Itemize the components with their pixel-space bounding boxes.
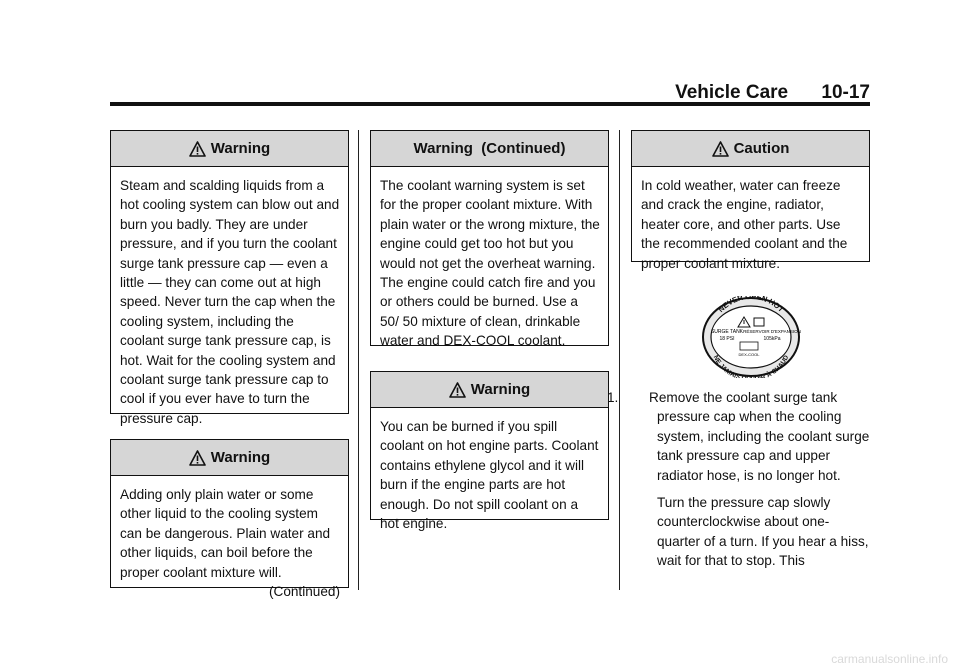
list-item: 1. Remove the coolant surge tank pressure… xyxy=(607,388,872,485)
column-divider xyxy=(358,130,359,590)
coolant-level-icon xyxy=(739,341,759,351)
step-followup-text: Turn the pressure cap slowly countercloc… xyxy=(657,495,869,569)
warning-text: You can be burned if you spill coolant o… xyxy=(380,419,599,532)
cap-left-sub: 18 PSI xyxy=(719,336,734,342)
warning-box: Warning You can be burned if you spill c… xyxy=(370,371,609,531)
warning-heading: Warning xyxy=(111,131,348,167)
warning-heading: Warning (Continued) xyxy=(371,131,608,167)
warning-heading: Warning xyxy=(111,440,348,476)
warning-box: Warning Adding only plain water or some … xyxy=(110,439,349,599)
book-icon xyxy=(753,317,765,327)
warning-text: Adding only plain water or some other li… xyxy=(120,487,331,580)
procedure-steps: 1. Remove the coolant surge tank pressure… xyxy=(607,388,872,579)
cap-right-label: RÉSERVOIR D'EXPANSION xyxy=(743,328,801,334)
cap-center-label: DEX-COOL xyxy=(739,352,761,357)
warning-heading: Warning xyxy=(371,372,608,408)
warning-icon xyxy=(711,140,729,157)
warning-text: Steam and scalding liquids from a hot co… xyxy=(120,178,340,426)
section-title: Vehicle Care xyxy=(675,82,789,103)
column-divider xyxy=(619,130,620,590)
caution-text: In cold weather, water can freeze and cr… xyxy=(641,178,848,271)
warning-continued-box: Warning (Continued) The coolant warning … xyxy=(370,130,609,348)
warning-text: The coolant warning system is set for th… xyxy=(380,178,600,349)
watermark: carmanualsonline.info xyxy=(831,652,948,666)
page-number: 10-17 xyxy=(821,82,870,103)
cap-right-sub: 105kPa xyxy=(764,336,781,342)
step-text: Remove the coolant surge tank pressure c… xyxy=(649,390,870,483)
header-rule xyxy=(110,102,870,106)
cap-left-label: SURGE TANK xyxy=(711,329,744,335)
warning-box: Warning Steam and scalding liquids from … xyxy=(110,130,349,426)
warning-icon xyxy=(448,381,466,398)
pressure-cap-illustration: NEVER OPEN HOT NE JAMAIS OUVRIR À CHAUD … xyxy=(700,292,802,383)
caution-heading: Caution xyxy=(632,131,869,167)
step-number: 1. xyxy=(607,390,619,405)
warning-icon xyxy=(188,449,206,466)
caution-box: Caution In cold weather, water can freez… xyxy=(631,130,870,271)
page-header: Vehicle Care 10-17 xyxy=(675,82,870,104)
continued-label: (Continued) xyxy=(268,584,340,600)
cap-warning-icon xyxy=(737,316,751,328)
warning-icon xyxy=(188,140,206,157)
